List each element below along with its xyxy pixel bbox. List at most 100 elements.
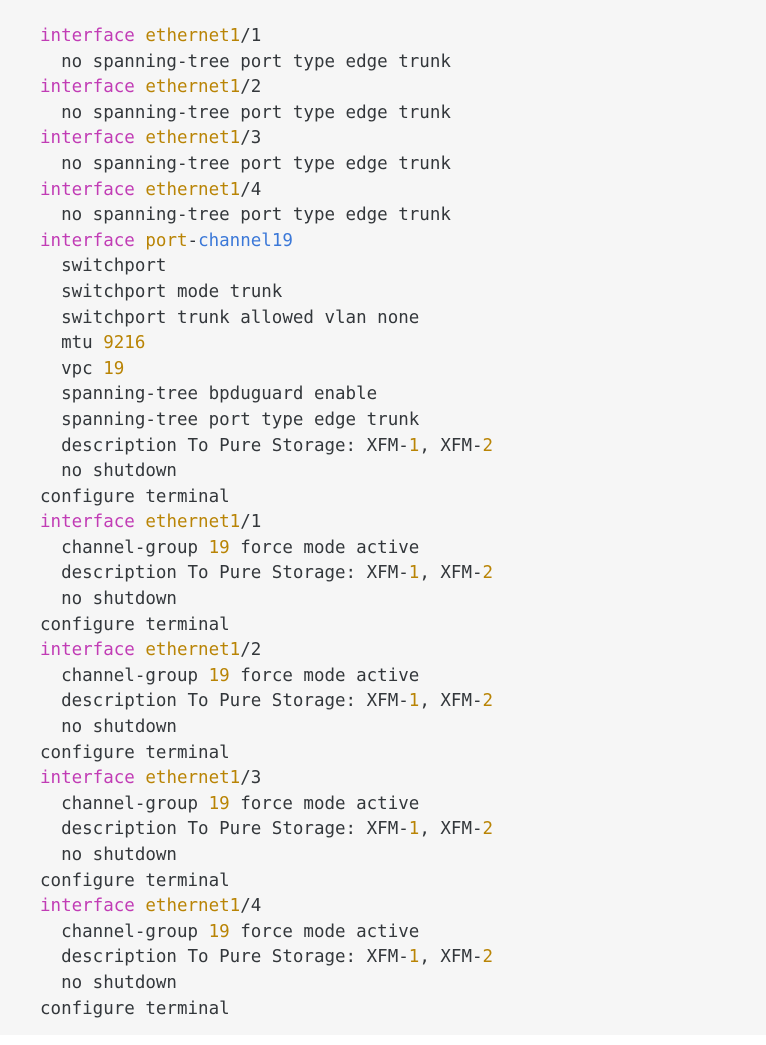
code-line: interface ethernet1/3	[40, 126, 766, 152]
code-token-txt: /1	[240, 512, 262, 533]
code-token-txt: force mode active	[229, 921, 420, 942]
code-indent	[40, 589, 61, 609]
code-token-txt: no shutdown	[61, 589, 177, 610]
code-token-num: ethernet1	[145, 179, 241, 200]
code-line: configure terminal	[40, 741, 766, 767]
code-token-num: 2	[482, 947, 494, 968]
code-indent	[40, 922, 61, 942]
code-line: no spanning-tree port type edge trunk	[40, 203, 766, 229]
code-line: no shutdown	[40, 715, 766, 741]
code-line: switchport mode trunk	[40, 280, 766, 306]
code-token-blue: channel19	[198, 230, 293, 251]
code-token-txt: description To Pure Storage: XFM-	[61, 691, 409, 712]
code-line: mtu 9216	[40, 331, 766, 357]
code-token-num: ethernet1	[145, 77, 241, 98]
code-token-txt: channel-group	[61, 921, 209, 942]
code-indent	[40, 538, 61, 558]
code-line: switchport trunk allowed vlan none	[40, 306, 766, 332]
code-indent	[40, 359, 61, 379]
code-token-txt	[135, 896, 146, 916]
code-line: interface ethernet1/1	[40, 24, 766, 50]
code-indent	[40, 154, 61, 174]
code-line: no spanning-tree port type edge trunk	[40, 101, 766, 127]
code-line: interface ethernet1/1	[40, 510, 766, 536]
code-token-txt: spanning-tree bpduguard enable	[61, 384, 378, 405]
code-token-num: ethernet1	[145, 512, 241, 533]
code-line: channel-group 19 force mode active	[40, 664, 766, 690]
code-token-num: 19	[103, 358, 125, 379]
code-token-txt: no shutdown	[61, 972, 177, 993]
code-token-txt: configure terminal	[40, 614, 230, 635]
code-indent	[40, 563, 61, 583]
code-token-txt: switchport mode trunk	[61, 281, 283, 302]
code-token-txt: , XFM-	[419, 435, 483, 456]
code-line: vpc 19	[40, 357, 766, 383]
code-token-txt: /4	[240, 179, 262, 200]
code-token-txt: switchport trunk allowed vlan none	[61, 307, 420, 328]
code-token-txt: /4	[240, 896, 262, 917]
code-token-txt: no shutdown	[61, 845, 177, 865]
code-token-kw: interface	[40, 179, 135, 200]
code-token-txt	[135, 640, 146, 660]
code-token-num: 19	[208, 793, 230, 814]
code-token-kw: interface	[40, 128, 135, 149]
code-indent	[40, 819, 61, 839]
code-token-kw: interface	[40, 77, 135, 98]
code-token-txt: switchport	[61, 256, 167, 277]
code-line: configure terminal	[40, 485, 766, 511]
code-line: interface port-channel19	[40, 229, 766, 255]
code-indent	[40, 973, 61, 993]
code-content[interactable]: interface ethernet1/1 no spanning-tree p…	[0, 24, 766, 1022]
code-token-txt: description To Pure Storage: XFM-	[61, 819, 409, 840]
code-line: no shutdown	[40, 843, 766, 869]
code-token-txt: , XFM-	[419, 819, 483, 840]
code-token-txt: /3	[240, 768, 262, 789]
code-token-kw: interface	[40, 896, 135, 917]
page-bottom-spacer	[0, 1035, 766, 1045]
code-token-num: ethernet1	[145, 640, 241, 661]
code-token-num: 1	[408, 435, 420, 456]
code-line: no shutdown	[40, 971, 766, 997]
code-token-txt: description To Pure Storage: XFM-	[61, 563, 409, 584]
code-indent	[40, 52, 61, 72]
code-line: no spanning-tree port type edge trunk	[40, 50, 766, 76]
code-indent	[40, 333, 61, 353]
code-token-txt: channel-group	[61, 665, 209, 686]
code-line: channel-group 19 force mode active	[40, 536, 766, 562]
code-token-num: 19	[208, 665, 230, 686]
code-line: description To Pure Storage: XFM-1, XFM-…	[40, 689, 766, 715]
code-indent	[40, 256, 61, 276]
code-token-num: 19	[208, 537, 230, 558]
code-line: no shutdown	[40, 587, 766, 613]
code-indent	[40, 691, 61, 711]
code-indent	[40, 461, 61, 481]
code-line: configure terminal	[40, 997, 766, 1023]
code-token-num: 2	[482, 819, 494, 840]
code-token-num: 2	[482, 563, 494, 584]
code-indent	[40, 717, 61, 737]
code-indent	[40, 410, 61, 430]
code-token-kw: interface	[40, 230, 135, 251]
code-line: interface ethernet1/3	[40, 766, 766, 792]
code-line: interface ethernet1/4	[40, 178, 766, 204]
code-indent	[40, 845, 61, 865]
code-token-txt: , XFM-	[419, 563, 483, 584]
code-token-num: 19	[208, 921, 230, 942]
code-token-txt: no shutdown	[61, 461, 177, 482]
code-indent	[40, 308, 61, 328]
code-indent	[40, 205, 61, 225]
code-token-num: ethernet1	[145, 896, 241, 917]
code-token-txt	[135, 768, 146, 788]
code-token-txt: mtu	[61, 333, 104, 354]
code-token-txt	[135, 77, 146, 97]
code-indent	[40, 436, 61, 456]
code-line: spanning-tree port type edge trunk	[40, 408, 766, 434]
code-token-kw: interface	[40, 768, 135, 789]
code-token-kw: interface	[40, 26, 135, 46]
code-token-txt: /3	[240, 128, 262, 149]
code-token-num: ethernet1	[145, 768, 241, 789]
code-token-txt	[135, 26, 146, 46]
code-token-txt: /2	[240, 77, 262, 98]
code-token-txt: no spanning-tree port type edge trunk	[61, 205, 451, 226]
